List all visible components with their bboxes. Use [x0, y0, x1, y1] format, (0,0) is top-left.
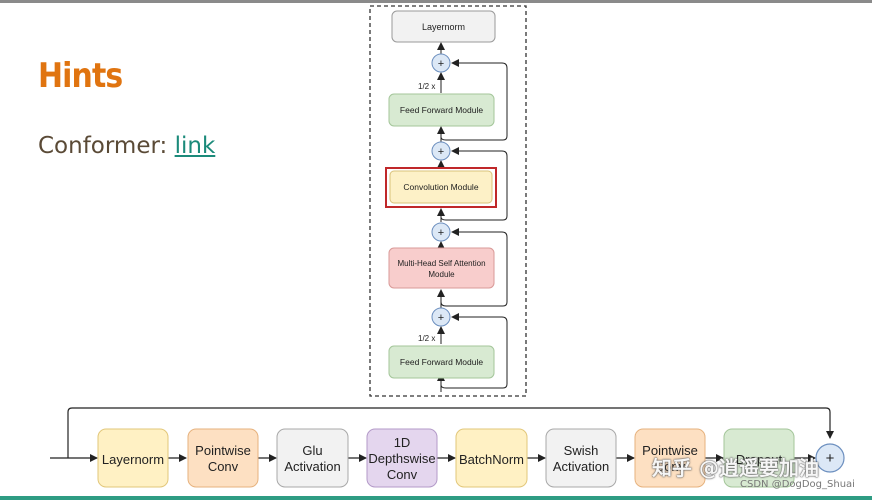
pipeline-sum-node-label: + [826, 450, 835, 467]
pipeline-pointwise-conv-2-label-1: Pointwise [642, 443, 698, 458]
mhsa-module-label-1: Multi-Head Self Attention [397, 259, 485, 268]
slide-title: Hints [38, 56, 123, 96]
pipeline-layernorm-label: Layernorm [102, 452, 164, 467]
pipeline-pointwise-conv-1-label-2: Conv [208, 459, 239, 474]
pipeline-depthwise-conv-label-3: Conv [387, 467, 418, 482]
conformer-link[interactable]: link [174, 133, 216, 159]
mhsa-module-box [388, 247, 495, 289]
convolution-module-label: Convolution Module [403, 182, 478, 192]
convolution-highlight-frame [385, 167, 497, 208]
sum-node-4-label: + [438, 58, 444, 70]
feed-forward-top-box [388, 93, 495, 127]
sum-node-4 [431, 53, 451, 73]
pipeline-glu-label-2: Activation [284, 459, 340, 474]
convolution-module-box [389, 170, 493, 204]
half-scale-top-label: 1/2 x [418, 82, 435, 91]
pipeline-dropout-label: Dropout [736, 452, 783, 467]
pipeline-depthwise-conv-label-1: 1D [394, 435, 411, 450]
pipeline-glu-box [276, 428, 349, 488]
sum-node-3 [431, 141, 451, 161]
csdn-watermark: CSDN @DogDog_Shuai [740, 479, 855, 490]
pipeline-pointwise-conv-2-label-2: Conv [655, 459, 686, 474]
feed-forward-top-label: Feed Forward Module [400, 105, 483, 115]
conformer-block-frame [369, 5, 527, 397]
sum-node-2-label: + [438, 227, 444, 239]
top-rule [0, 0, 872, 3]
subtitle-prefix: Conformer: [38, 133, 175, 159]
mhsa-module-label-2: Module [428, 270, 455, 279]
pipeline-depthwise-conv-label-2: Depthswise [368, 451, 435, 466]
layernorm-top-box [391, 10, 496, 43]
sum-node-1 [431, 307, 451, 327]
pipeline-layernorm-box [97, 428, 169, 488]
sum-node-3-label: + [438, 146, 444, 158]
pipeline-dropout-box [723, 428, 795, 488]
pipeline-batchnorm-label: BatchNorm [459, 452, 524, 467]
pipeline-glu-label-1: Glu [302, 443, 322, 458]
pipeline-depthwise-conv-box [366, 428, 438, 488]
bottom-rule [0, 496, 872, 500]
slide-subtitle: Conformer: link [38, 133, 215, 159]
zhihu-watermark: 知乎 @逍遥要加油 [652, 456, 819, 480]
pipeline-pointwise-conv-1-label-1: Pointwise [195, 443, 251, 458]
pipeline-pointwise-conv-2-box [634, 428, 706, 488]
pipeline-swish-label-1: Swish [564, 443, 599, 458]
sum-node-2 [431, 222, 451, 242]
pipeline-pointwise-conv-1-box [187, 428, 259, 488]
feed-forward-bottom-box [388, 345, 495, 379]
feed-forward-bottom-label: Feed Forward Module [400, 357, 483, 367]
pipeline-sum-node [815, 443, 845, 473]
pipeline-swish-label-2: Activation [553, 459, 609, 474]
pipeline-swish-box [545, 428, 617, 488]
pipeline-batchnorm-box [455, 428, 528, 488]
sum-node-1-label: + [438, 312, 444, 324]
half-scale-bottom-label: 1/2 x [418, 334, 435, 343]
layernorm-top-label: Layernorm [422, 22, 465, 32]
